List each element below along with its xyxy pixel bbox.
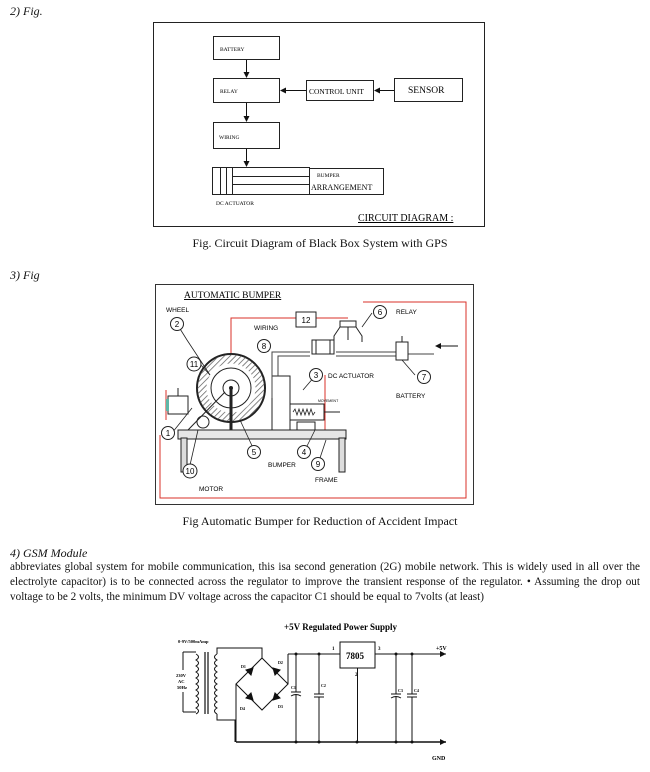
relay-label: RELAY (220, 89, 238, 95)
cap-c2: C2 (321, 683, 326, 688)
dc-actuator-text: DC ACTUATOR (328, 373, 374, 380)
wiring-block (213, 122, 280, 149)
svg-text:50Hz: 50Hz (177, 685, 187, 690)
gnd-label: GND (432, 756, 446, 762)
movement-text: MOVEMENT (318, 399, 339, 403)
bumper-label: BUMPER (317, 173, 340, 179)
capacitors (290, 654, 417, 742)
dc-actuator-block (271, 375, 340, 431)
callout-11: 11 (190, 360, 199, 369)
callout-9: 9 (316, 460, 321, 469)
svg-text:AC: AC (178, 679, 185, 684)
power-supply-schematic: +5V Regulated Power Supply 0-9V/500mAmp … (176, 622, 447, 762)
control-unit-label: CONTROL UNIT (309, 87, 364, 96)
block-diagram-frame (153, 22, 485, 227)
wiring-tubes (271, 351, 434, 398)
psu-title: +5V Regulated Power Supply (284, 622, 398, 632)
callout-12: 12 (302, 316, 311, 325)
ac-input: 230V AC 50Hz (176, 673, 187, 690)
wheel-shape (196, 353, 266, 430)
regulator-7805 (339, 641, 376, 669)
cap-c3: C3 (398, 688, 403, 693)
cap-c1: C1 (291, 685, 296, 690)
frame-text: FRAME (315, 477, 338, 484)
diode-d1: D1 (241, 664, 246, 669)
sensor-block (394, 78, 463, 102)
frame-leg-right (338, 437, 346, 473)
fig2-caption: Fig. Circuit Diagram of Black Box System… (192, 236, 448, 250)
callout-7: 7 (422, 373, 427, 382)
transformer-rating: 0-9V/500mAmp (178, 639, 209, 644)
diode-d3: D3 (278, 704, 283, 709)
motor-text: MOTOR (199, 486, 223, 493)
relay-text: RELAY (396, 309, 417, 316)
svg-text:230V: 230V (176, 673, 187, 678)
frame-platform (177, 429, 347, 440)
output-label: +5V (436, 646, 447, 652)
arrangement-label: ARRANGEMENT (311, 183, 372, 192)
diode-d4: D4 (240, 706, 245, 711)
sensor-label: SENSOR (408, 86, 445, 96)
bumper-block (309, 168, 384, 195)
callout-5: 5 (252, 448, 257, 457)
pin-3: 3 (378, 647, 381, 652)
bumper-diagram: 1 2 3 4 5 6 7 8 9 10 11 12 AUTOMATIC BUM… (155, 284, 474, 505)
callout-6: 6 (378, 308, 383, 317)
callout-10: 10 (186, 467, 195, 476)
relay-block (213, 78, 280, 103)
callout-8: 8 (262, 342, 267, 351)
circuit-diagram-label: CIRCUIT DIAGRAM : (358, 213, 453, 224)
transformer-shape (183, 647, 263, 742)
regulator-label: 7805 (346, 651, 365, 661)
fig3-heading: 3) Fig (10, 268, 40, 282)
callout-1: 1 (166, 429, 171, 438)
pin-1: 1 (332, 647, 335, 652)
callouts: 1 2 3 4 5 6 7 8 9 10 11 12 (161, 305, 431, 479)
block-diagram: BATTERY RELAY CONTROL UNIT SENSOR WIRING… (153, 22, 485, 227)
callout-3: 3 (314, 371, 319, 380)
diode-d2: D2 (278, 660, 283, 665)
wheel-text: WHEEL (166, 307, 190, 314)
dc-actuator-label: DC ACTUATOR (216, 201, 254, 207)
fig3-caption: Fig Automatic Bumper for Reduction of Ac… (182, 514, 458, 528)
pin-2: 2 (355, 673, 358, 678)
motor-shape (166, 388, 226, 431)
gsm-paragraph: abbreviates global system for mobile com… (10, 561, 640, 603)
bridge-rectifier (235, 654, 289, 742)
bumper-text: BUMPER (268, 462, 296, 469)
gsm-heading: 4) GSM Module (10, 546, 88, 560)
dc-actuator-shape (212, 167, 310, 195)
callout-2: 2 (175, 320, 180, 329)
callout-4: 4 (302, 448, 307, 457)
relay-valve-shape (311, 320, 409, 361)
wiring-text: WIRING (254, 325, 278, 332)
automatic-bumper-title: AUTOMATIC BUMPER (184, 291, 282, 301)
wiring-label: WIRING (219, 135, 239, 141)
battery-text: BATTERY (396, 393, 426, 400)
fig2-heading: 2) Fig. (10, 4, 43, 18)
control-unit-block (306, 80, 374, 101)
battery-block (213, 36, 280, 60)
battery-label: BATTERY (220, 47, 244, 53)
cap-c4: C4 (414, 688, 419, 693)
